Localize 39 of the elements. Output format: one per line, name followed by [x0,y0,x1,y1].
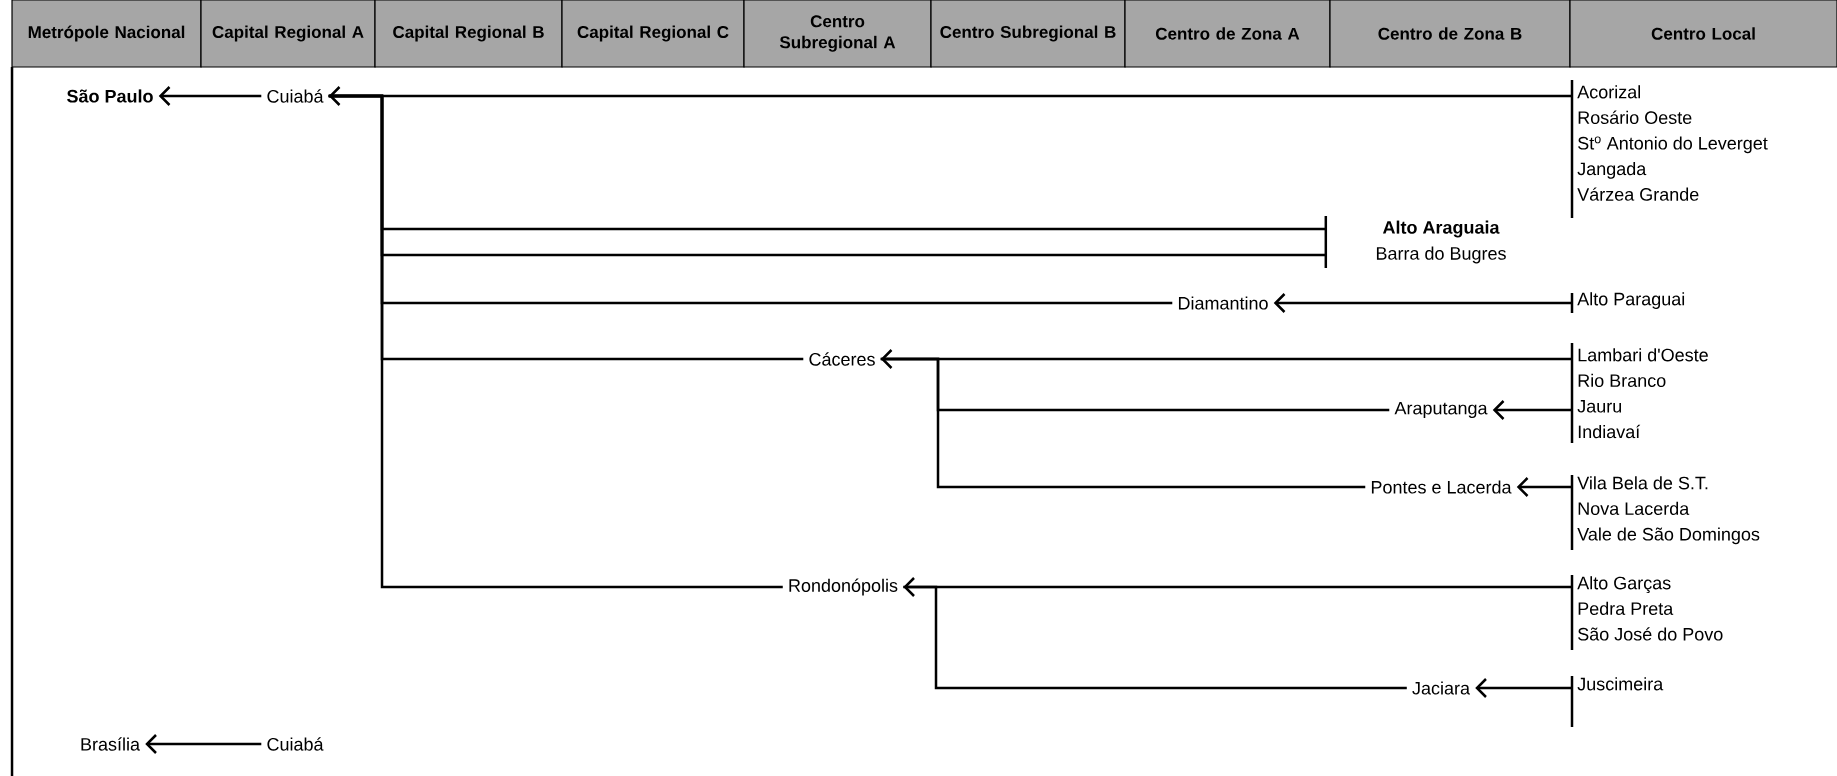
connector-line [903,585,1407,690]
connector-line [328,94,783,589]
place-label: Cuiabá [267,89,324,103]
column-header: Centro Local [1569,0,1837,68]
arrow [1492,400,1572,420]
column-header: Capital Regional B [374,0,563,68]
arrow [158,86,262,106]
arrow [903,577,1572,597]
place-list: Alto Garças Pedra Preta São José do Povo [1570,575,1723,650]
place-label: Alto Araguaia [1324,216,1500,242]
column-header: Centro Subregional A [743,0,932,68]
place-label: Jaciara [1412,681,1470,695]
place-label: Brasília [81,737,140,751]
place-label: Rondonópolis [789,578,898,596]
place-label: Diamantino [1178,296,1268,310]
place-label: Araputanga [1394,401,1488,419]
connector-line [880,357,1366,489]
place-label: São Paulo [67,89,153,103]
place-list: Acorizal Rosário Oeste St$^{o}$ Antonio do Leverget Jangada Várzea Grande [1570,80,1768,218]
place-label: Pontes e Lacerda [1371,480,1512,494]
column-header: Capital Regional A [200,0,376,68]
place-list: Juscimeira [1570,676,1664,727]
arrow [145,734,262,754]
column-header: Centro de Zona A [1124,0,1331,68]
arrow [1475,678,1572,698]
place-label: Cáceres [809,352,875,366]
column-header: Centro de Zona B [1329,0,1571,68]
place-list: Vila Bela de S.T. Nova Lacerda Vale de São Domingos [1570,475,1760,550]
arrow [880,349,1572,369]
column-header: Capital Regional C [561,0,745,68]
place-label: Barra do Bugres [1324,242,1506,268]
column-header: Centro Subregional B [930,0,1126,68]
place-list: Lambari d'Oeste Rio Branco Jauru Indiavaí [1570,343,1708,443]
place-label: Cuiabá [267,737,324,751]
arrow [1273,293,1572,313]
column-header: Metrópole Nacional [11,0,202,68]
arrow [1516,477,1572,497]
arrow [328,86,1572,106]
place-list: Alto Paraguai [1570,292,1685,313]
